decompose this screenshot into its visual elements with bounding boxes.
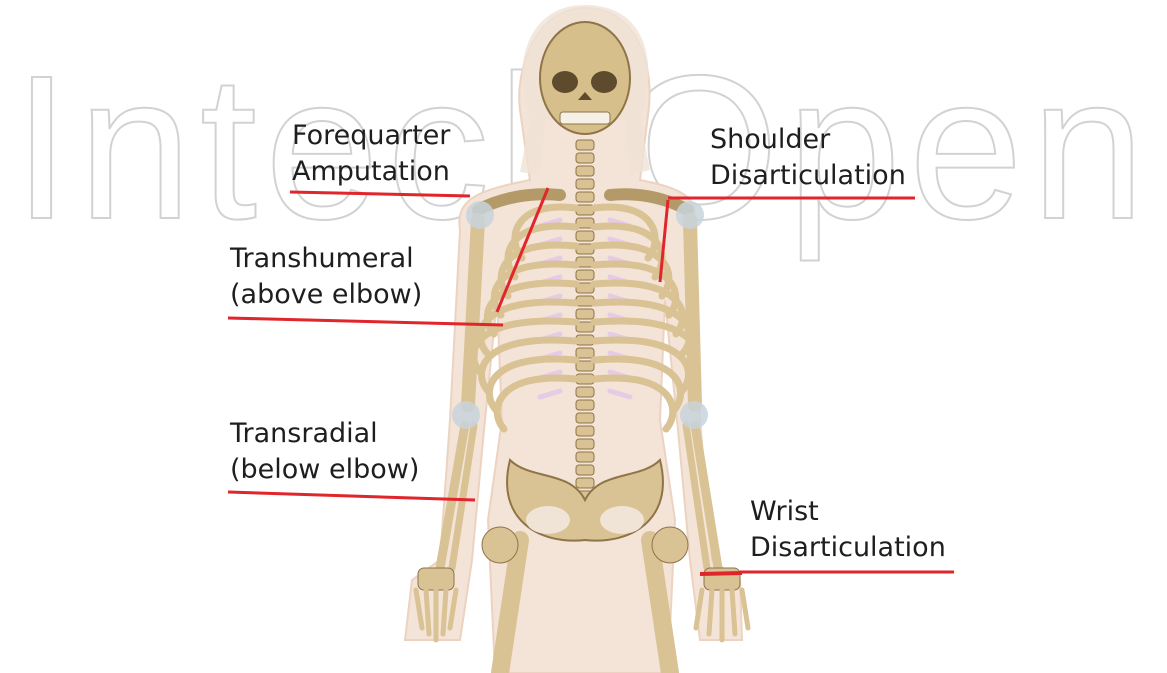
forequarter-underline bbox=[290, 192, 470, 196]
forequarter-label: Forequarter Amputation bbox=[292, 118, 450, 190]
vertebra bbox=[576, 179, 594, 189]
transradial-label: Transradial (below elbow) bbox=[230, 416, 419, 488]
forequarter-label-line1: Forequarter bbox=[292, 118, 450, 154]
transhumeral-label: Transhumeral (above elbow) bbox=[230, 241, 422, 313]
vertebra bbox=[576, 413, 594, 423]
vertebra bbox=[576, 361, 594, 371]
human-skeleton-icon bbox=[405, 5, 748, 673]
transradial-label-line1: Transradial bbox=[230, 416, 419, 452]
shoulder-label-line1: Shoulder bbox=[710, 122, 906, 158]
humerus-right bbox=[690, 220, 695, 405]
vertebra bbox=[576, 153, 594, 163]
hip-joint-left bbox=[482, 527, 518, 563]
wrist-label-line2: Disarticulation bbox=[750, 530, 946, 566]
transhumeral-label-line1: Transhumeral bbox=[230, 241, 422, 277]
joint bbox=[676, 201, 704, 229]
vertebra bbox=[576, 231, 594, 241]
joint bbox=[452, 401, 480, 429]
vertebra bbox=[576, 166, 594, 176]
humerus-left bbox=[468, 220, 478, 405]
joint bbox=[466, 201, 494, 229]
vertebra bbox=[576, 452, 594, 462]
shoulder-label: Shoulder Disarticulation bbox=[710, 122, 906, 194]
vertebra bbox=[576, 426, 594, 436]
shoulder-label-line2: Disarticulation bbox=[710, 158, 906, 194]
finger-bone bbox=[426, 590, 429, 634]
transhumeral-label-line2: (above elbow) bbox=[230, 277, 422, 313]
vertebra bbox=[576, 400, 594, 410]
wrist-cut-line bbox=[700, 573, 742, 574]
hip-joint-right bbox=[652, 527, 688, 563]
transradial-underline bbox=[228, 492, 475, 500]
finger-bone bbox=[443, 590, 446, 634]
vertebra bbox=[576, 192, 594, 202]
finger-bone bbox=[709, 590, 712, 634]
vertebra bbox=[576, 478, 594, 488]
vertebra bbox=[576, 140, 594, 150]
vertebra bbox=[576, 387, 594, 397]
carpal-bones bbox=[418, 568, 454, 590]
wrist-label: Wrist Disarticulation bbox=[750, 494, 946, 566]
skull bbox=[540, 22, 630, 134]
finger-bone bbox=[732, 590, 735, 634]
joint bbox=[680, 401, 708, 429]
vertebra bbox=[576, 465, 594, 475]
wrist-label-line1: Wrist bbox=[750, 494, 946, 530]
vertebra bbox=[576, 348, 594, 358]
finger-bone bbox=[742, 590, 748, 628]
vertebra bbox=[576, 270, 594, 280]
forequarter-label-line2: Amputation bbox=[292, 154, 450, 190]
transradial-label-line2: (below elbow) bbox=[230, 452, 419, 488]
vertebra bbox=[576, 309, 594, 319]
vertebra bbox=[576, 439, 594, 449]
